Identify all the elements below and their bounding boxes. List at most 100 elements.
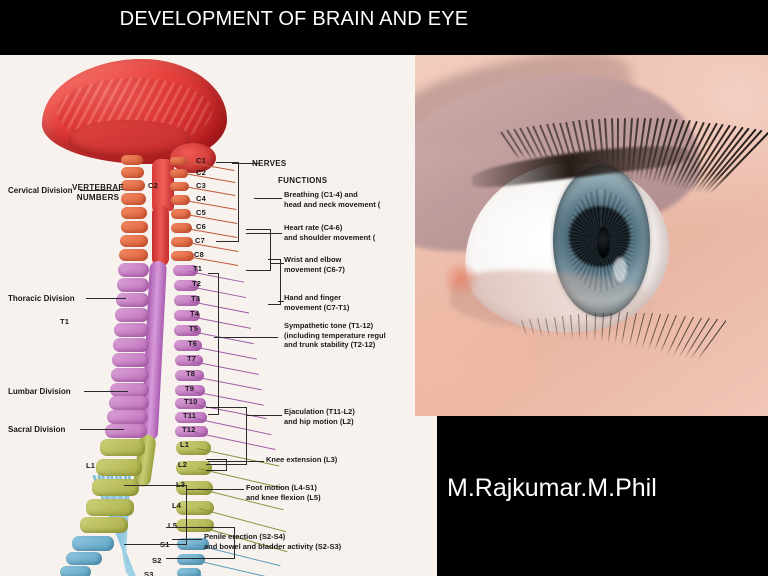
nerve-label-t12: T12 [182, 425, 196, 434]
division-label-thoracic-division: Thoracic Division [8, 294, 75, 303]
function-penile-erection: Penile erection (S2-S4) and bowel and bl… [204, 532, 342, 551]
vertebra-process-t7 [174, 355, 204, 367]
vertebra-process-s2 [176, 554, 205, 565]
vertebra-process-l2 [175, 461, 212, 475]
eyelash-lower [586, 313, 589, 341]
vertebra-t10 [109, 396, 149, 410]
corneal-glint [612, 257, 627, 283]
division-leader-3 [80, 429, 124, 430]
eyelash-lower [600, 312, 605, 343]
vertebrae-numbers-header: VERTEBRAE NUMBERS [72, 183, 125, 202]
function-heart-rate: Heart rate (C4-6) and shoulder movement … [284, 223, 376, 242]
eyelash-lower [614, 312, 621, 345]
vertebra-s1 [72, 536, 114, 551]
eyelash-lower [545, 317, 551, 338]
nerve-label-c4: C4 [196, 194, 206, 203]
lower-eyelashes [520, 300, 726, 408]
nerve-label-t7: T7 [187, 354, 197, 363]
vertebra-process-t3 [173, 295, 200, 307]
vertebra-t2 [117, 278, 149, 292]
function-bracket-3 [208, 273, 219, 415]
vertebra-t6 [113, 338, 149, 352]
pupil [597, 227, 610, 258]
vertebra-process-c2 [170, 169, 189, 179]
function-leader-6 [208, 461, 264, 462]
vertebra-c1 [121, 155, 143, 165]
brain-illustration [42, 59, 227, 164]
eye-photograph [415, 55, 768, 416]
nerve-label-l2: L2 [178, 460, 188, 469]
vertebra-t7 [112, 353, 149, 367]
vertebra-process-t4 [173, 310, 201, 322]
function-leader-2 [270, 263, 284, 264]
vertebra-process-l1 [175, 441, 211, 455]
nerve-label-c1: C1 [196, 156, 206, 165]
eyelash-lower [593, 313, 596, 342]
nerve-label-l1: L1 [180, 440, 190, 449]
vertebra-callout-t1: T1 [60, 317, 70, 326]
function-bracket-0 [216, 162, 239, 242]
function-bracket-6 [124, 485, 187, 545]
eyelash-upper [617, 117, 620, 175]
author-name: M.Rajkumar.M.Phil [447, 474, 657, 502]
nerve-label-c2: C2 [196, 168, 206, 177]
eyelash-lower [570, 314, 574, 340]
eyelash-lower [553, 316, 559, 338]
vertebra-process-t1 [173, 265, 198, 277]
vertebra-t8 [111, 368, 149, 382]
vertebra-c6 [121, 221, 148, 233]
vertebra-process-t8 [174, 370, 205, 382]
function-leader-4 [214, 337, 278, 338]
vertebra-process-c7 [171, 237, 193, 247]
nerve-label-t1: T1 [193, 264, 203, 273]
vertebra-process-c8 [171, 251, 194, 261]
function-bracket-4 [206, 407, 247, 465]
eyelash-upper [597, 118, 605, 172]
function-sympathetic-tone: Sympathetic tone (T1-12) (including temp… [284, 321, 386, 350]
vertebra-s2 [66, 552, 102, 565]
vertebra-t9 [110, 383, 149, 397]
vertebra-l3 [92, 479, 139, 496]
vertebra-t5 [114, 323, 149, 337]
vertebra-process-t10 [175, 398, 207, 410]
nerve-label-l4: L4 [172, 501, 182, 510]
function-bracket-1 [246, 229, 271, 271]
upper-eyelashes [499, 106, 768, 250]
nerve-label-l5: L5 [168, 521, 178, 530]
eyelash-lower [561, 315, 567, 339]
nerve-label-t8: T8 [186, 369, 196, 378]
nerve-label-t10: T10 [184, 397, 198, 406]
vertebra-callout-c2: C2 [148, 181, 158, 190]
eyelash-upper [621, 117, 626, 176]
function-leader-0 [254, 198, 282, 199]
nerve-label-s3: S3 [144, 570, 154, 576]
vertebra-process-t9 [174, 385, 206, 397]
nerve-label-t3: T3 [191, 294, 201, 303]
nerve-label-c7: C7 [195, 236, 205, 245]
function-leader-7 [186, 489, 244, 490]
division-leader-0 [80, 190, 120, 191]
vertebra-c3 [121, 180, 145, 191]
nerve-label-t5: T5 [189, 324, 199, 333]
vertebra-process-l4 [176, 501, 214, 515]
vertebra-process-c4 [170, 195, 191, 205]
eyelash-lower [621, 312, 629, 346]
eyelash-lower [578, 314, 581, 340]
vertebra-process-c1 [170, 157, 188, 166]
brainstem-illustration [152, 159, 174, 211]
vertebra-process-t6 [174, 340, 203, 352]
vertebra-process-l3 [175, 481, 213, 495]
function-breathing: Breathing (C1-4) and head and neck movem… [284, 190, 381, 209]
function-leader-9 [232, 163, 260, 164]
function-hand-finger: Hand and finger movement (C7-T1) [284, 293, 350, 312]
function-leader-5 [246, 415, 282, 416]
division-leader-2 [84, 391, 128, 392]
function-foot-motion: Foot motion (L4-S1) and knee flexion (L5… [246, 483, 321, 502]
vertebra-c2 [121, 167, 144, 178]
vertebra-c5 [121, 207, 147, 219]
nerve-label-t6: T6 [188, 339, 198, 348]
spinal-cord-cervical [152, 205, 169, 267]
vertebra-process-c6 [170, 223, 192, 233]
eyelash-lower [537, 318, 544, 337]
